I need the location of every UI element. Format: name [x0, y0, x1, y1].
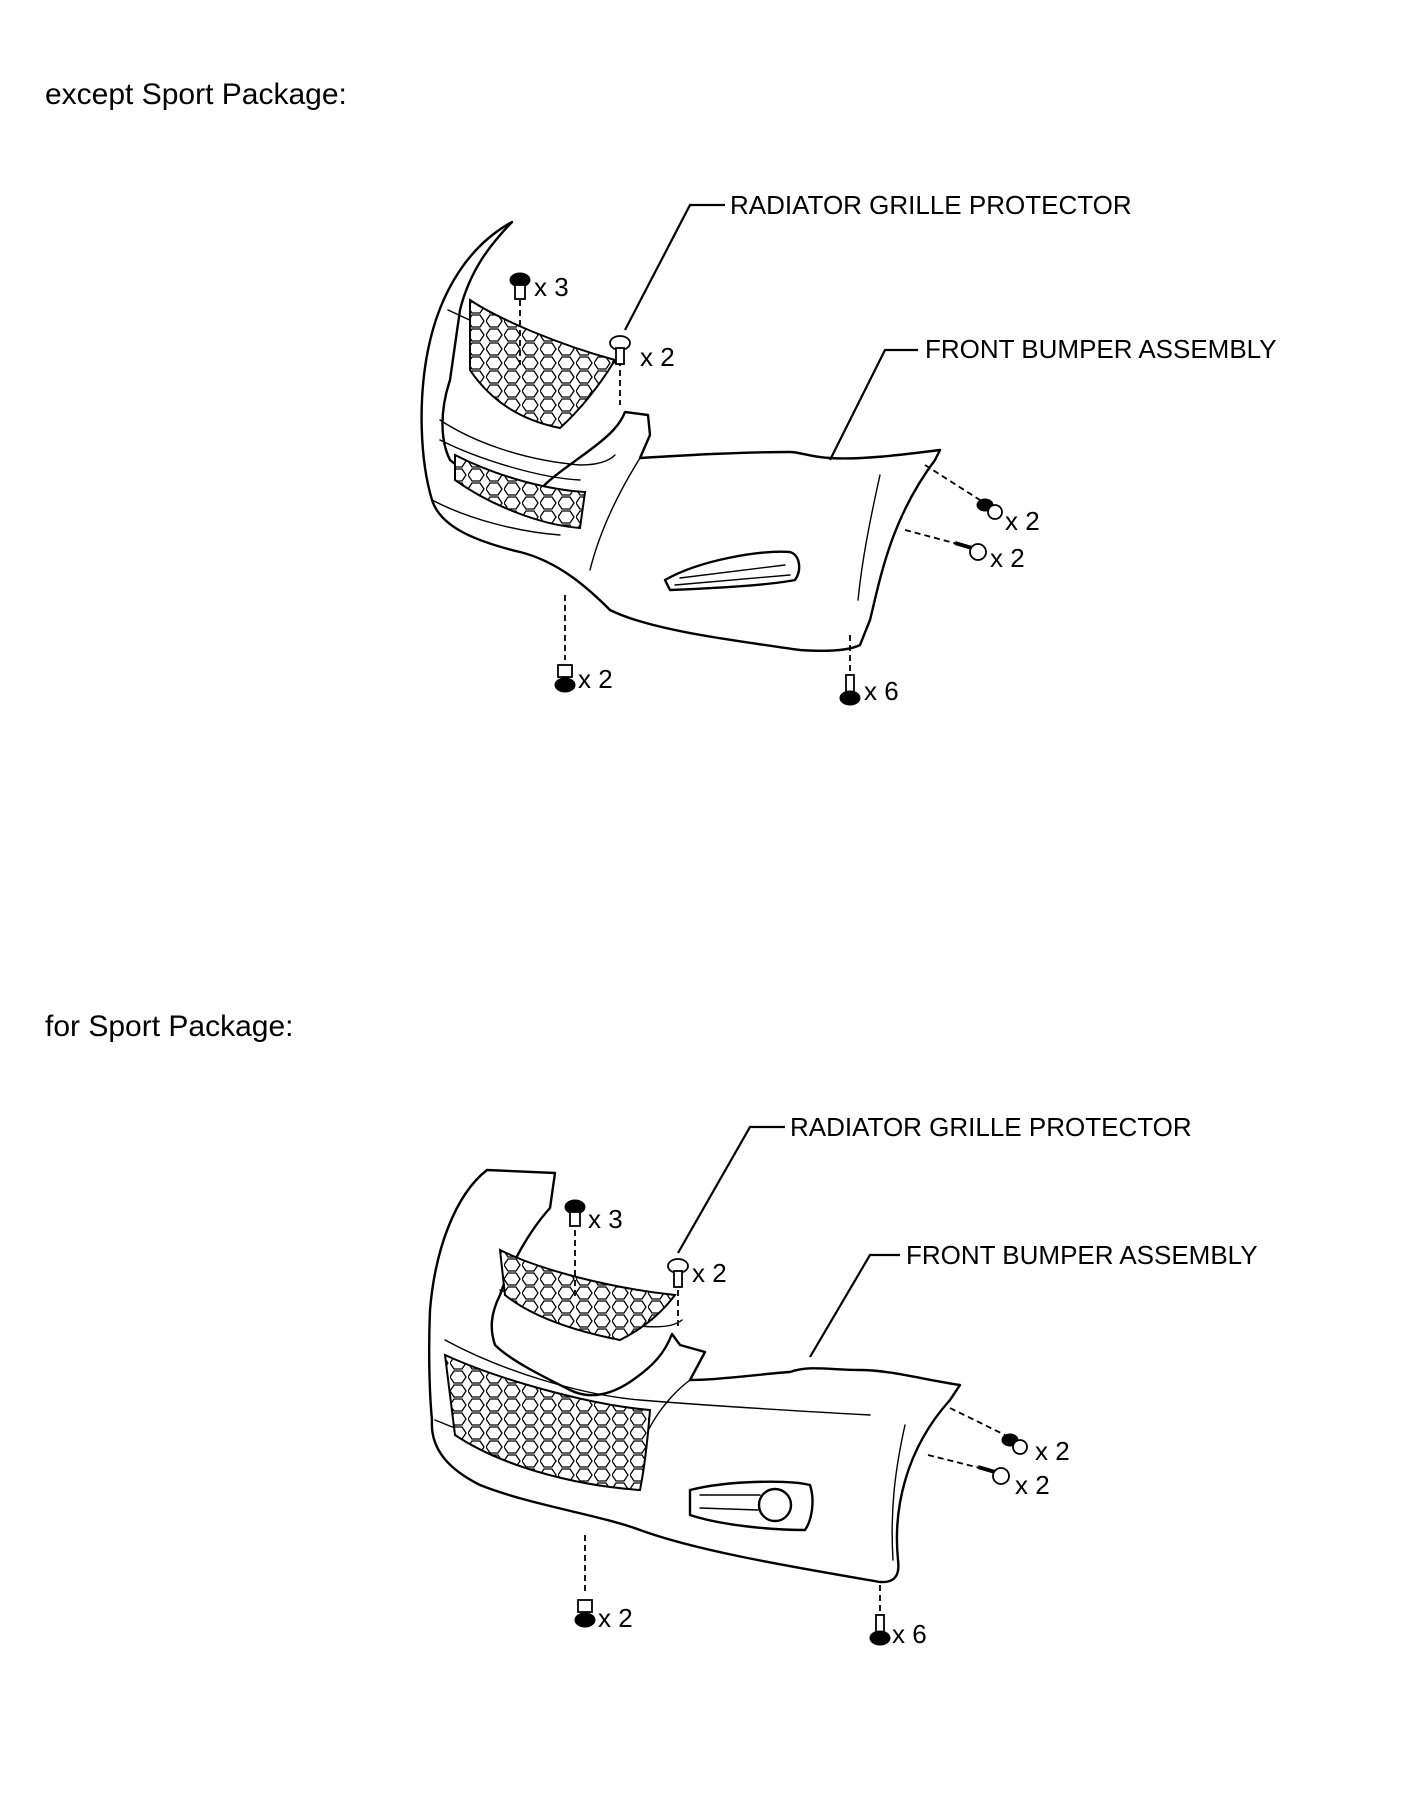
label-front-bumper-assembly: FRONT BUMPER ASSEMBLY — [925, 334, 1277, 364]
front-bumper-assembly-illustration — [427, 1168, 962, 1584]
label-radiator-grille-protector: RADIATOR GRILLE PROTECTOR — [730, 190, 1132, 220]
bumper-diagram-sport: RADIATOR GRILLE PROTECTOR FRONT BUMPER A… — [427, 1112, 1258, 1649]
screw-icon — [839, 674, 861, 706]
leader-grille-protector — [624, 203, 725, 331]
qty-top-left-clip: x 3 — [588, 1204, 623, 1234]
leader-grille-protector — [677, 1125, 785, 1254]
qty-bottom-right-screw: x 6 — [864, 676, 899, 706]
clip-icon — [564, 1199, 586, 1227]
clip-icon — [1001, 1433, 1028, 1455]
bumper-diagram-standard: RADIATOR GRILLE PROTECTOR FRONT BUMPER A… — [420, 190, 1277, 706]
front-bumper-assembly-illustration — [420, 220, 942, 652]
qty-grille-screw: x 2 — [640, 342, 675, 372]
qty-bottom-right-screw: x 6 — [892, 1619, 927, 1649]
qty-grille-screw: x 2 — [692, 1258, 727, 1288]
screw-icon — [869, 1614, 891, 1646]
screw-icon — [954, 541, 987, 561]
qty-bottom-left-clip: x 2 — [598, 1603, 633, 1633]
qty-side-clip-upper: x 2 — [1035, 1436, 1070, 1466]
leader-bumper-assembly — [829, 348, 918, 461]
label-radiator-grille-protector: RADIATOR GRILLE PROTECTOR — [790, 1112, 1192, 1142]
section-heading-except-sport: except Sport Package: — [45, 78, 347, 111]
qty-side-clip-upper: x 2 — [1005, 506, 1040, 536]
clip-icon — [554, 664, 576, 693]
label-front-bumper-assembly: FRONT BUMPER ASSEMBLY — [906, 1240, 1258, 1270]
clip-icon — [509, 272, 531, 300]
leader-bumper-assembly — [809, 1253, 900, 1358]
qty-top-left-clip: x 3 — [534, 272, 569, 302]
screw-icon — [609, 335, 631, 365]
screw-icon — [977, 1465, 1010, 1485]
screw-icon — [667, 1258, 689, 1288]
qty-side-screw-lower: x 2 — [990, 543, 1025, 573]
clip-icon — [976, 498, 1003, 520]
qty-side-screw-lower: x 2 — [1015, 1470, 1050, 1500]
qty-bottom-left-clip: x 2 — [578, 664, 613, 694]
clip-icon — [574, 1599, 596, 1628]
section-heading-sport: for Sport Package: — [45, 1010, 294, 1043]
